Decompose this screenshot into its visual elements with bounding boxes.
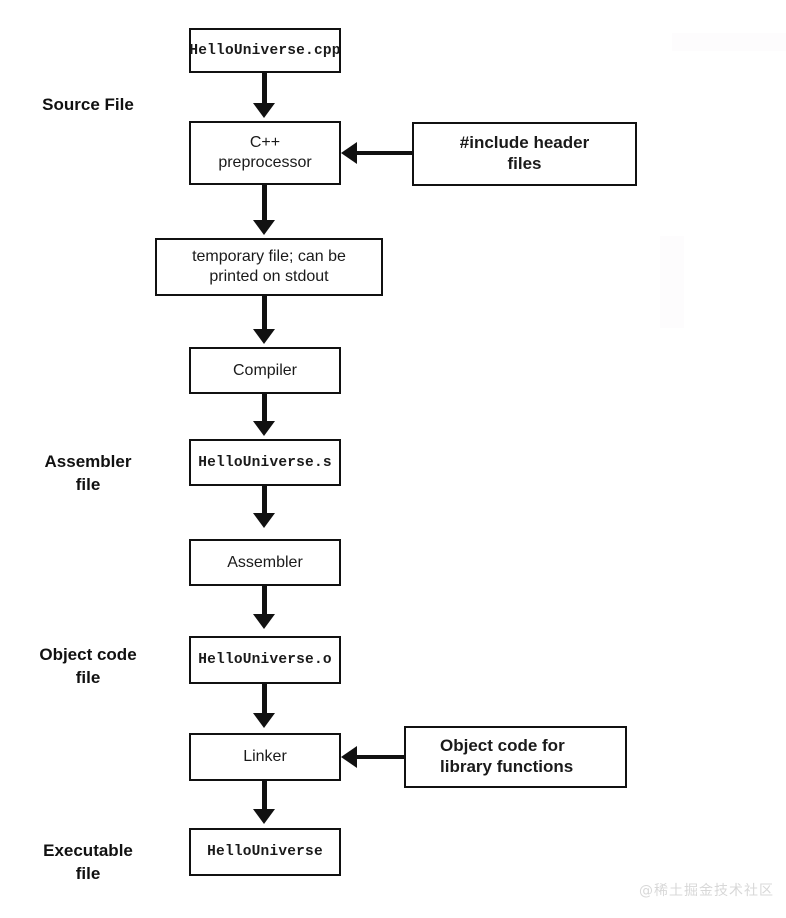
node-preprocessor-line1: C++ <box>249 134 281 151</box>
watermark-text: @稀土掘金技术社区 <box>639 883 774 899</box>
node-assembly-file-label: HelloUniverse.s <box>198 454 332 471</box>
stage-label-executable-file-line2: file <box>75 863 101 883</box>
arrow-temp-to-compiler-head <box>253 329 275 344</box>
stage-label-executable-file: Executable file <box>8 840 168 886</box>
stage-label-source-file-line1: Source File <box>42 95 134 114</box>
stage-label-object-code-file: Object code file <box>8 644 168 690</box>
node-assembly-file: HelloUniverse.s <box>189 439 341 486</box>
watermark-ghost-top <box>672 33 786 51</box>
node-library-object-code-line1: Object code for <box>440 736 565 756</box>
node-temporary-file: temporary file; can be printed on stdout <box>155 238 383 296</box>
arrow-assembly-to-assembler-shaft <box>262 486 267 515</box>
arrow-library-to-linker-head <box>341 746 357 768</box>
node-assembler: Assembler <box>189 539 341 586</box>
arrow-assembly-to-assembler-head <box>253 513 275 528</box>
node-compiler-label: Compiler <box>232 361 297 379</box>
node-include-header-files-line1: #include header <box>459 133 590 153</box>
stage-label-source-file: Source File <box>8 94 168 117</box>
node-include-header-files: #include header files <box>412 122 637 186</box>
arrow-preprocessor-to-temp-shaft <box>262 185 267 223</box>
arrow-compiler-to-assembly-head <box>253 421 275 436</box>
node-preprocessor-line2: preprocessor <box>218 154 312 171</box>
node-linker-label: Linker <box>243 748 287 765</box>
node-object-file-label: HelloUniverse.o <box>198 652 332 668</box>
node-source-file-label: HelloUniverse.cpp <box>189 42 341 59</box>
node-include-header-files-line2: files <box>507 154 542 173</box>
node-assembler-label: Assembler <box>227 553 303 571</box>
node-temporary-file-line2: printed on stdout <box>209 268 329 285</box>
arrow-preprocessor-to-temp-head <box>253 220 275 235</box>
node-linker: Linker <box>189 733 341 781</box>
arrow-object-to-linker-shaft <box>262 684 267 715</box>
stage-label-assembler-file-line2: file <box>75 474 101 494</box>
node-preprocessor: C++ preprocessor <box>189 121 341 185</box>
arrow-linker-to-executable-shaft <box>262 781 267 811</box>
arrow-library-to-linker-shaft <box>356 755 404 759</box>
stage-label-assembler-file: Assembler file <box>8 451 168 497</box>
arrow-source-to-preprocessor-head <box>253 103 275 118</box>
arrow-include-to-preprocessor-head <box>341 142 357 164</box>
node-executable-file-label: HelloUniverse <box>207 844 323 860</box>
arrow-temp-to-compiler-shaft <box>262 296 267 331</box>
node-temporary-file-line1: temporary file; can be <box>192 248 346 265</box>
arrow-source-to-preprocessor-shaft <box>262 73 267 106</box>
node-library-object-code-line2: library functions <box>440 757 574 776</box>
stage-label-object-code-file-line2: file <box>75 667 101 687</box>
node-object-file: HelloUniverse.o <box>189 636 341 684</box>
arrow-assembler-to-object-head <box>253 614 275 629</box>
arrow-compiler-to-assembly-shaft <box>262 394 267 423</box>
node-source-file: HelloUniverse.cpp <box>189 28 341 73</box>
node-library-object-code: Object code for library functions <box>404 726 627 788</box>
arrow-linker-to-executable-head <box>253 809 275 824</box>
stage-label-executable-file-line1: Executable <box>43 841 133 860</box>
arrow-assembler-to-object-shaft <box>262 586 267 616</box>
stage-label-object-code-file-line1: Object code <box>39 645 137 664</box>
node-compiler: Compiler <box>189 347 341 394</box>
arrow-object-to-linker-head <box>253 713 275 728</box>
arrow-include-to-preprocessor-shaft <box>356 151 412 155</box>
stage-label-assembler-file-line1: Assembler <box>44 452 132 471</box>
watermark-ghost-middle <box>660 236 684 328</box>
node-executable-file: HelloUniverse <box>189 828 341 876</box>
